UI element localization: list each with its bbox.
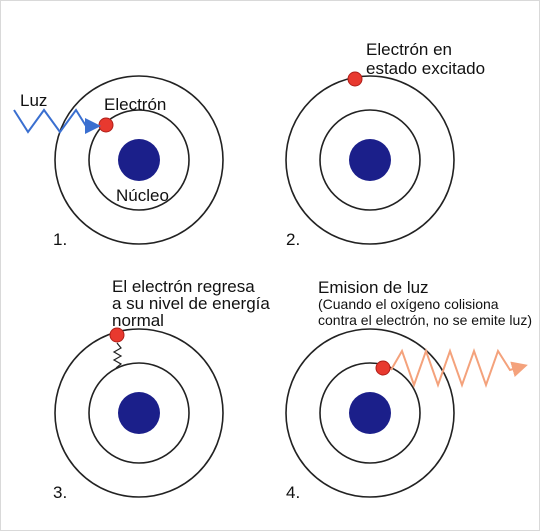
panel-3: El electrón regresa a su nivel de energí… xyxy=(53,277,270,502)
nucleus xyxy=(349,139,391,181)
electron xyxy=(98,117,114,133)
light-label: Luz xyxy=(20,91,47,110)
emission-note-line1: (Cuando el oxígeno colisiona xyxy=(318,296,499,312)
panel-number: 4. xyxy=(286,483,300,502)
decay-squiggle xyxy=(112,342,123,369)
outer-orbit xyxy=(285,328,455,498)
inner-orbit xyxy=(88,109,190,211)
inner-orbit xyxy=(319,362,421,464)
outer-orbit xyxy=(54,328,224,498)
excited-label-line2: estado excitado xyxy=(366,59,485,78)
emitted-light-wave xyxy=(390,347,528,389)
panel-2: Electrón en estado excitado 2. xyxy=(285,40,485,249)
nucleus xyxy=(118,392,160,434)
excited-electron xyxy=(347,71,363,87)
return-label-line3: normal xyxy=(112,311,164,330)
electron-label: Electrón xyxy=(104,95,166,114)
inner-orbit xyxy=(88,362,190,464)
nucleus-label: Núcleo xyxy=(116,186,169,205)
emission-note-line2: contra el electrón, no se emite luz) xyxy=(318,312,532,328)
excited-label-line1: Electrón en xyxy=(366,40,452,59)
panel-number: 1. xyxy=(53,230,67,249)
inner-orbit xyxy=(319,109,421,211)
outer-orbit xyxy=(285,75,455,245)
panel-1: Luz Electrón Núcleo 1. xyxy=(13,75,224,249)
return-label-line1: El electrón regresa xyxy=(112,277,255,296)
nucleus xyxy=(118,139,160,181)
emission-title: Emision de luz xyxy=(318,278,429,297)
panel-number: 3. xyxy=(53,483,67,502)
panel-number: 2. xyxy=(286,230,300,249)
emitting-electron xyxy=(375,360,391,376)
nucleus xyxy=(349,392,391,434)
panel-4: Emision de luz (Cuando el oxígeno colisi… xyxy=(285,278,532,502)
outer-orbit xyxy=(54,75,224,245)
returning-electron xyxy=(109,327,125,343)
incoming-light-wave xyxy=(13,108,101,134)
return-label-line2: a su nivel de energía xyxy=(112,294,270,313)
